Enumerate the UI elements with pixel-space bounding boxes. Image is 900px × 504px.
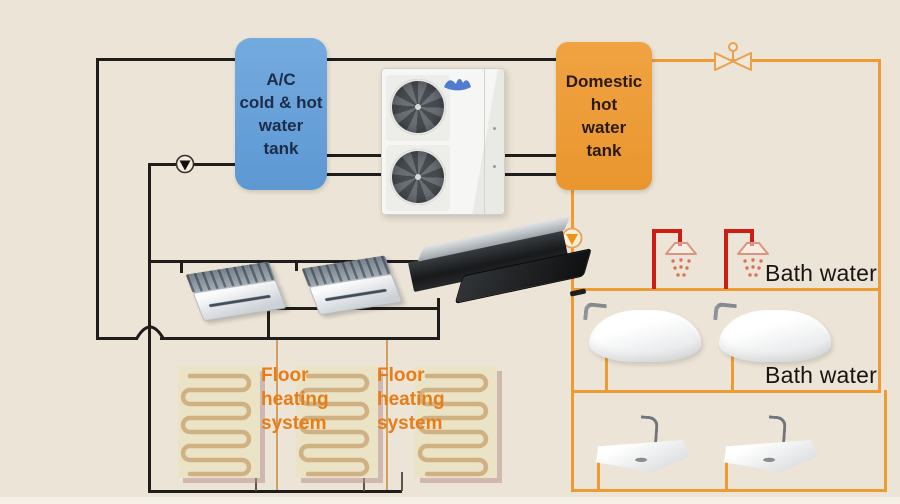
floor-heating-mat-1 xyxy=(178,366,260,478)
dhw-tank-label-line: Domestic xyxy=(565,72,643,91)
pipe-hp-left-2 xyxy=(326,173,383,176)
bath-water-label-bottom: Bath water xyxy=(765,362,877,388)
ac-tank-label-line: A/C xyxy=(266,70,296,89)
bath-water-label-top: Bath water xyxy=(765,260,877,286)
tub-faucet-icon xyxy=(583,301,607,323)
pipe-shower2-riser xyxy=(724,229,728,289)
pipe-top-right xyxy=(326,58,559,61)
heating-coil-icon xyxy=(180,373,252,477)
shower-head-icon xyxy=(665,242,697,277)
panel-seam xyxy=(484,69,485,214)
pipe-shower1-riser xyxy=(652,229,656,289)
ac-water-tank: A/C cold & hot water tank xyxy=(235,38,327,190)
pipe-lower-run-a xyxy=(96,337,138,340)
pipe-floor-loop-1 xyxy=(276,340,278,490)
circulation-pump-icon xyxy=(175,154,195,174)
heating-coil-icon xyxy=(417,373,489,477)
floor-label-line: heating xyxy=(261,389,329,410)
basin-faucet-icon xyxy=(639,415,659,446)
pipe-lower-run-b xyxy=(160,337,440,340)
pipe-bottom-run xyxy=(148,490,402,493)
pipe-sink-bottom-run xyxy=(571,489,887,492)
basin-bowl xyxy=(724,440,818,472)
pipe-cassette1-drop xyxy=(180,260,183,273)
dhw-tank-label-line: water xyxy=(581,118,627,137)
floor-heating-mat-2 xyxy=(296,366,378,478)
wash-basin-2 xyxy=(724,415,819,472)
bathtub-1 xyxy=(583,301,701,362)
basin-faucet-icon xyxy=(767,415,787,446)
shower-head-icon xyxy=(737,242,769,277)
pipe-shower2-arm xyxy=(724,229,754,233)
pipe-mat2-stub xyxy=(363,476,365,491)
dhw-tank-label-line: tank xyxy=(586,141,622,160)
pipe-shower1-arm xyxy=(652,229,682,233)
floor-heating-label-left: Floor heating system xyxy=(261,364,329,436)
pipe-floor-loop-2 xyxy=(386,340,388,490)
floor-heating-mat-3 xyxy=(415,366,497,478)
heating-coil-icon xyxy=(298,373,370,477)
screw-dot xyxy=(493,165,496,168)
domestic-hot-water-tank: Domestic hot water tank xyxy=(556,42,652,190)
pipe-dhw-left-riser xyxy=(571,189,574,492)
pipe-dhw-right-riser xyxy=(878,59,881,393)
pipe-hp-right-2 xyxy=(502,173,558,176)
pipe-shower1-stub xyxy=(678,229,682,246)
pipe-tub1-drain xyxy=(605,355,608,391)
bathtub-2 xyxy=(713,301,831,362)
tub-faucet-icon xyxy=(713,301,737,323)
pipe-return-drop-right xyxy=(437,298,440,340)
dhw-tank-label-line: hot xyxy=(590,95,618,114)
pipe-mat3-stub xyxy=(401,472,403,491)
pipe-cassette2-drop xyxy=(295,260,298,271)
pipe-dhw-top xyxy=(650,59,881,62)
wash-basin-1 xyxy=(596,415,691,472)
pipe-bath-line-top xyxy=(571,288,881,291)
ducted-unit-body xyxy=(405,214,592,311)
floor-label-line: heating xyxy=(377,389,445,410)
brand-logo-icon xyxy=(444,79,471,91)
ducted-unit-pipe-stub xyxy=(569,288,587,297)
floor-label-line: Floor xyxy=(377,365,425,386)
floor-label-line: system xyxy=(261,413,327,434)
pipe-bath-line-bottom xyxy=(571,390,881,393)
pipe-tub2-drain xyxy=(731,355,734,391)
floor-heating-label-right: Floor heating system xyxy=(377,364,445,436)
floor-label-line: Floor xyxy=(261,365,309,386)
ceiling-cassette-unit-1 xyxy=(185,261,287,322)
pipe-top-left xyxy=(97,58,237,61)
bottom-edge-highlight xyxy=(0,497,900,504)
floor-label-line: system xyxy=(377,413,443,434)
ceiling-cassette-unit-2 xyxy=(301,255,403,316)
pipe-left-riser xyxy=(96,58,99,340)
heat-pump-outdoor-unit xyxy=(381,68,505,215)
pipe-shower2-stub xyxy=(750,229,754,246)
pipe-hp-right-1 xyxy=(502,154,558,157)
pipe-sink1-drop xyxy=(597,451,600,491)
pipe-crossover-arc xyxy=(135,325,165,339)
pipe-hp-left-1 xyxy=(326,154,383,157)
ac-tank-label-line: cold & hot xyxy=(239,93,323,112)
pipe-sink-right-riser xyxy=(884,390,887,491)
pipe-cassette-supply xyxy=(148,260,420,263)
ac-tank-label-line: water xyxy=(258,116,304,135)
screw-dot xyxy=(493,127,496,130)
pipe-return-drop-left xyxy=(267,307,270,340)
pipe-sink2-drop xyxy=(725,451,728,491)
pipe-mat1-stub xyxy=(255,476,257,491)
fan-icon xyxy=(390,79,446,135)
fan-icon xyxy=(390,149,446,205)
ducted-fan-coil-unit xyxy=(407,215,592,328)
ac-tank-label-line: tank xyxy=(263,139,299,158)
three-way-valve-icon xyxy=(714,42,752,71)
basin-bowl xyxy=(596,440,690,472)
